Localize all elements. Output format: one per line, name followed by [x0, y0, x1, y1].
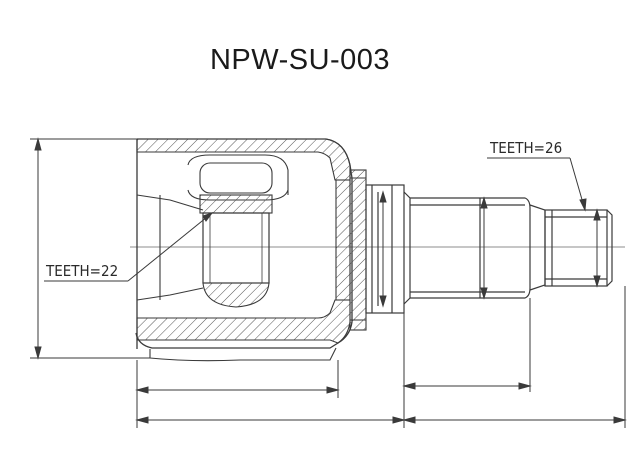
- housing-flange: [349, 169, 367, 331]
- page-title: NPW-SU-003: [209, 44, 391, 76]
- housing-skirt: [149, 347, 337, 362]
- housing-wall-top: [136, 138, 351, 181]
- outer-teeth-label: TEETH=26: [489, 139, 562, 157]
- diameter-dimension: [30, 137, 150, 360]
- spider-lower-cap: [202, 282, 270, 308]
- tulip-internals: [136, 154, 289, 301]
- stub-shaft: [365, 184, 613, 314]
- leader-lines: [44, 157, 587, 282]
- spider-spline: [202, 212, 270, 284]
- spider-block: [199, 194, 273, 214]
- housing-end-wall: [335, 179, 351, 301]
- length-dimensions: [135, 190, 627, 428]
- inner-teeth-label: TEETH=22: [45, 262, 118, 280]
